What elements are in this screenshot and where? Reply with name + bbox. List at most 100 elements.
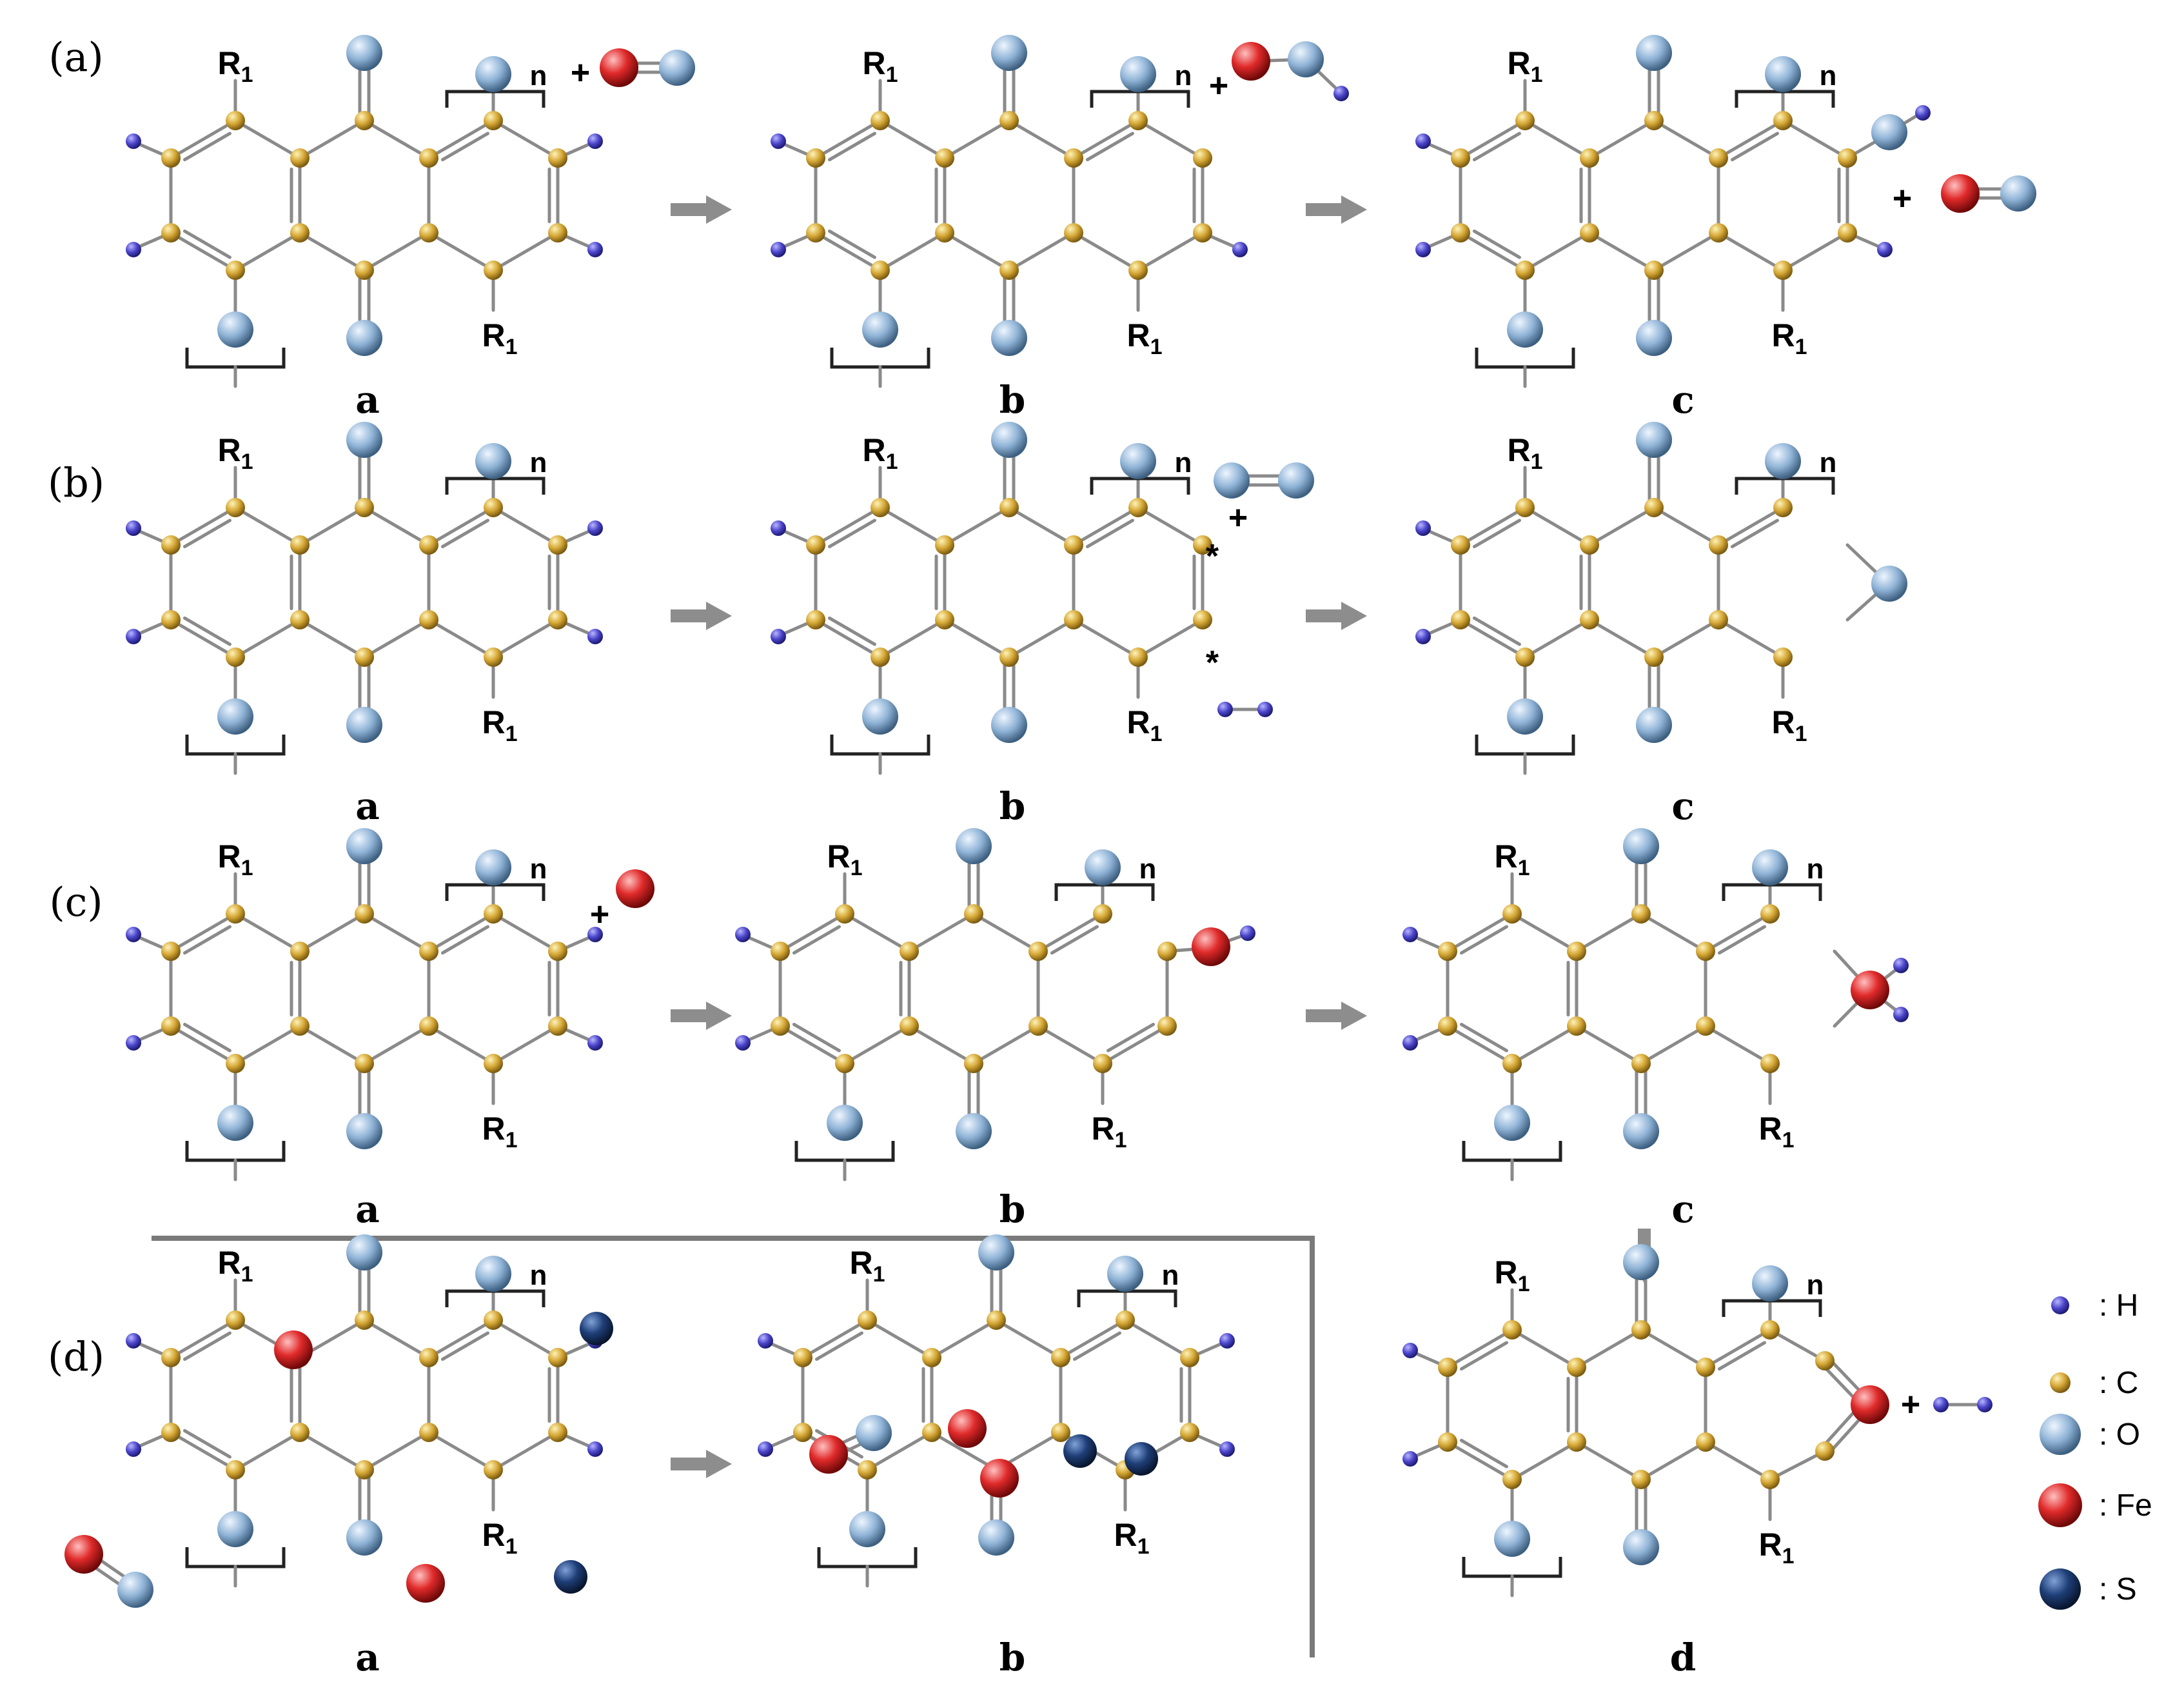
h-atom [126,1441,141,1457]
c-atom [1193,535,1212,555]
bond [1781,231,1849,272]
c-atom [161,1348,181,1367]
bond [1639,912,1707,953]
repeat-n-label: n [530,853,547,885]
r1-label: R1 [482,1517,517,1559]
repeat-bracket [1462,1141,1562,1162]
legend-fe: : Fe [2099,1488,2152,1523]
h-atom [758,1333,773,1349]
c-atom [1064,610,1083,629]
bond [792,925,841,955]
c-atom [419,148,438,168]
c-atom [419,942,438,961]
c-atom [226,648,245,667]
c-atom [1644,261,1664,280]
fe-atom [1192,927,1230,966]
bond [1575,912,1643,953]
o-atom [856,1415,892,1451]
bond [1472,132,1521,162]
repeat-n-label: n [1807,1269,1824,1301]
bond [814,506,882,547]
o-atom [849,1511,885,1547]
bond [1575,1440,1643,1481]
h-atom [1402,1035,1418,1051]
bond [1717,618,1785,659]
structure-label: b [999,784,1026,828]
bond [1588,618,1656,659]
bond [233,231,302,272]
bond [827,616,876,646]
bond [182,925,231,955]
h-atom [1915,105,1931,121]
bond [972,1024,1040,1065]
repeat-bracket [185,1547,286,1568]
c-atom [806,535,825,555]
c-atom [161,148,181,168]
c-atom [1438,942,1457,961]
h-atom [735,1035,751,1051]
bond [1059,1318,1127,1360]
o-atom [346,35,382,71]
r1-label: R1 [862,45,898,87]
structure-label: b [999,1187,1026,1231]
c-atom [290,1423,310,1442]
s-atom [580,1312,613,1345]
c-atom [355,904,374,924]
bond [1007,506,1076,547]
bond [427,506,495,547]
bond [1704,1328,1772,1369]
h-atom [1893,1007,1909,1022]
panel-label-c: (c) [49,878,103,925]
repeat-bracket [185,348,286,369]
c-atom [1064,535,1083,555]
o-atom [659,50,695,86]
c-atom [1696,1358,1715,1377]
bond [1446,1024,1514,1065]
bond [298,1430,366,1472]
bond [1072,618,1140,659]
o-atom [956,1113,992,1149]
o-atom [1085,849,1121,885]
c-atom [1567,1016,1586,1036]
c-atom [935,148,954,168]
plus-sign: + [1228,499,1248,537]
bond [930,1430,998,1472]
r1-label: R1 [1114,1517,1149,1559]
c-atom [1028,942,1048,961]
c-atom [1051,1348,1070,1367]
c-atom [999,498,1019,517]
reaction-arrow [1306,1002,1367,1030]
h-atom [126,629,141,644]
r1-label: R1 [1771,317,1807,359]
c-atom [1760,1320,1780,1340]
fe-atom [1232,42,1270,81]
bond [169,912,237,953]
r1-label: R1 [1758,1527,1794,1568]
bond [1446,912,1514,953]
structure-label: a [355,1187,380,1231]
bond [930,1318,998,1360]
h-atom [771,629,786,644]
repeat-n-label: n [530,1260,547,1291]
c-atom [1567,1358,1586,1377]
bond [491,231,560,272]
h-atom [2051,1296,2069,1314]
c-atom [1644,648,1664,667]
bond [1459,618,1527,659]
o-atom [2000,175,2036,212]
reaction-arrow [671,602,732,630]
bond [843,1024,911,1065]
structure-label: b [999,1636,1026,1679]
h-atom [126,1333,141,1349]
c-atom [548,942,567,961]
bond [169,506,237,547]
c-atom [1515,111,1535,130]
c-atom [548,223,567,242]
bond [843,912,911,953]
bond [1730,132,1779,162]
o-atom [1752,849,1788,885]
c-atom [355,1310,374,1330]
c-atom [871,261,890,280]
repeat-bracket [1722,1299,1822,1317]
c-atom [161,1016,181,1036]
